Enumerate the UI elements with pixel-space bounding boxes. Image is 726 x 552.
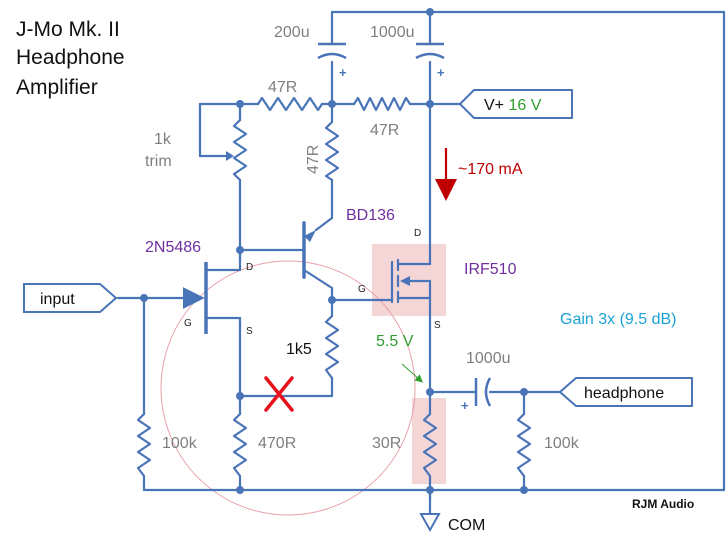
vplus-label: V+ 16 V [484, 97, 542, 114]
trim-word-label: trim [145, 153, 172, 170]
cap-out-plus: + [461, 398, 469, 413]
cap-1000u-plus: + [437, 65, 445, 80]
res-1k5 [324, 314, 340, 380]
mosfet-label: IRF510 [464, 261, 517, 278]
vplus-value: 16 V [508, 97, 541, 114]
cap-out-plate-right [484, 377, 492, 407]
cross-mark [264, 376, 294, 412]
com-ground-symbol [419, 513, 441, 533]
res-47r-vertical-label: 47R [305, 145, 322, 174]
vplus-port [458, 89, 573, 119]
vplus-prefix: V+ [484, 97, 504, 114]
res-47r-right [352, 96, 412, 112]
cap-1000u-supply-label: 1000u [370, 24, 415, 41]
bd136-emitter-arrow [304, 230, 316, 242]
res-100k-input-label: 100k [162, 435, 198, 452]
headphone-port [558, 377, 693, 407]
res-30r [422, 412, 438, 478]
title-line-2: Headphone [16, 46, 125, 69]
res-470r-label: 470R [258, 435, 296, 452]
res-30r-label: 30R [372, 435, 401, 452]
res-47r-left [256, 96, 324, 112]
res-1k5-label: 1k5 [286, 341, 312, 358]
capacitors [317, 42, 492, 407]
mos-source-pin: S [434, 320, 441, 331]
res-100k-output-label: 100k [544, 435, 580, 452]
cap-200u-label: 200u [274, 24, 310, 41]
jfet-gate-pin: G [184, 318, 192, 329]
headphone-port-label: headphone [584, 385, 664, 402]
res-100k-output [516, 412, 532, 478]
input-port [23, 283, 118, 313]
current-label: ~170 mA [458, 161, 523, 178]
cap-1000u-plate-bottom [415, 52, 445, 60]
title-line-3: Amplifier [16, 76, 98, 99]
res-1k-trim [232, 118, 248, 182]
cap-200u-plus: + [339, 65, 347, 80]
res-47r-left-label: 47R [268, 79, 297, 96]
title-line-1: J-Mo Mk. II [16, 18, 120, 41]
res-47r-vertical [324, 120, 340, 182]
mos-drain-pin: D [414, 228, 421, 239]
res-47r-right-label: 47R [370, 122, 399, 139]
cap-1000u-output-label: 1000u [466, 350, 511, 367]
com-label: COM [448, 517, 485, 534]
jfet-drain-pin: D [246, 262, 253, 273]
credit-label: RJM Audio [632, 497, 694, 511]
trim-value-label: 1k [154, 131, 172, 148]
res-470r [232, 412, 248, 478]
jfet-source-pin: S [246, 326, 253, 337]
annotation-circle [160, 260, 416, 516]
cap-200u-plate-bottom [317, 52, 347, 60]
gain-label: Gain 3x (9.5 dB) [560, 311, 677, 328]
resistors [136, 96, 532, 478]
res-100k-input [136, 412, 152, 478]
mos-gate-pin: G [358, 284, 366, 295]
trim-wiper-arrow [226, 151, 234, 161]
input-port-label: input [40, 291, 75, 308]
mosfet-arrow [400, 276, 410, 286]
source-voltage-arrow [401, 363, 423, 383]
jfet-label: 2N5486 [145, 239, 201, 256]
source-voltage-label: 5.5 V [376, 333, 414, 350]
junction-dots [140, 8, 528, 494]
bd136-label: BD136 [346, 207, 395, 224]
